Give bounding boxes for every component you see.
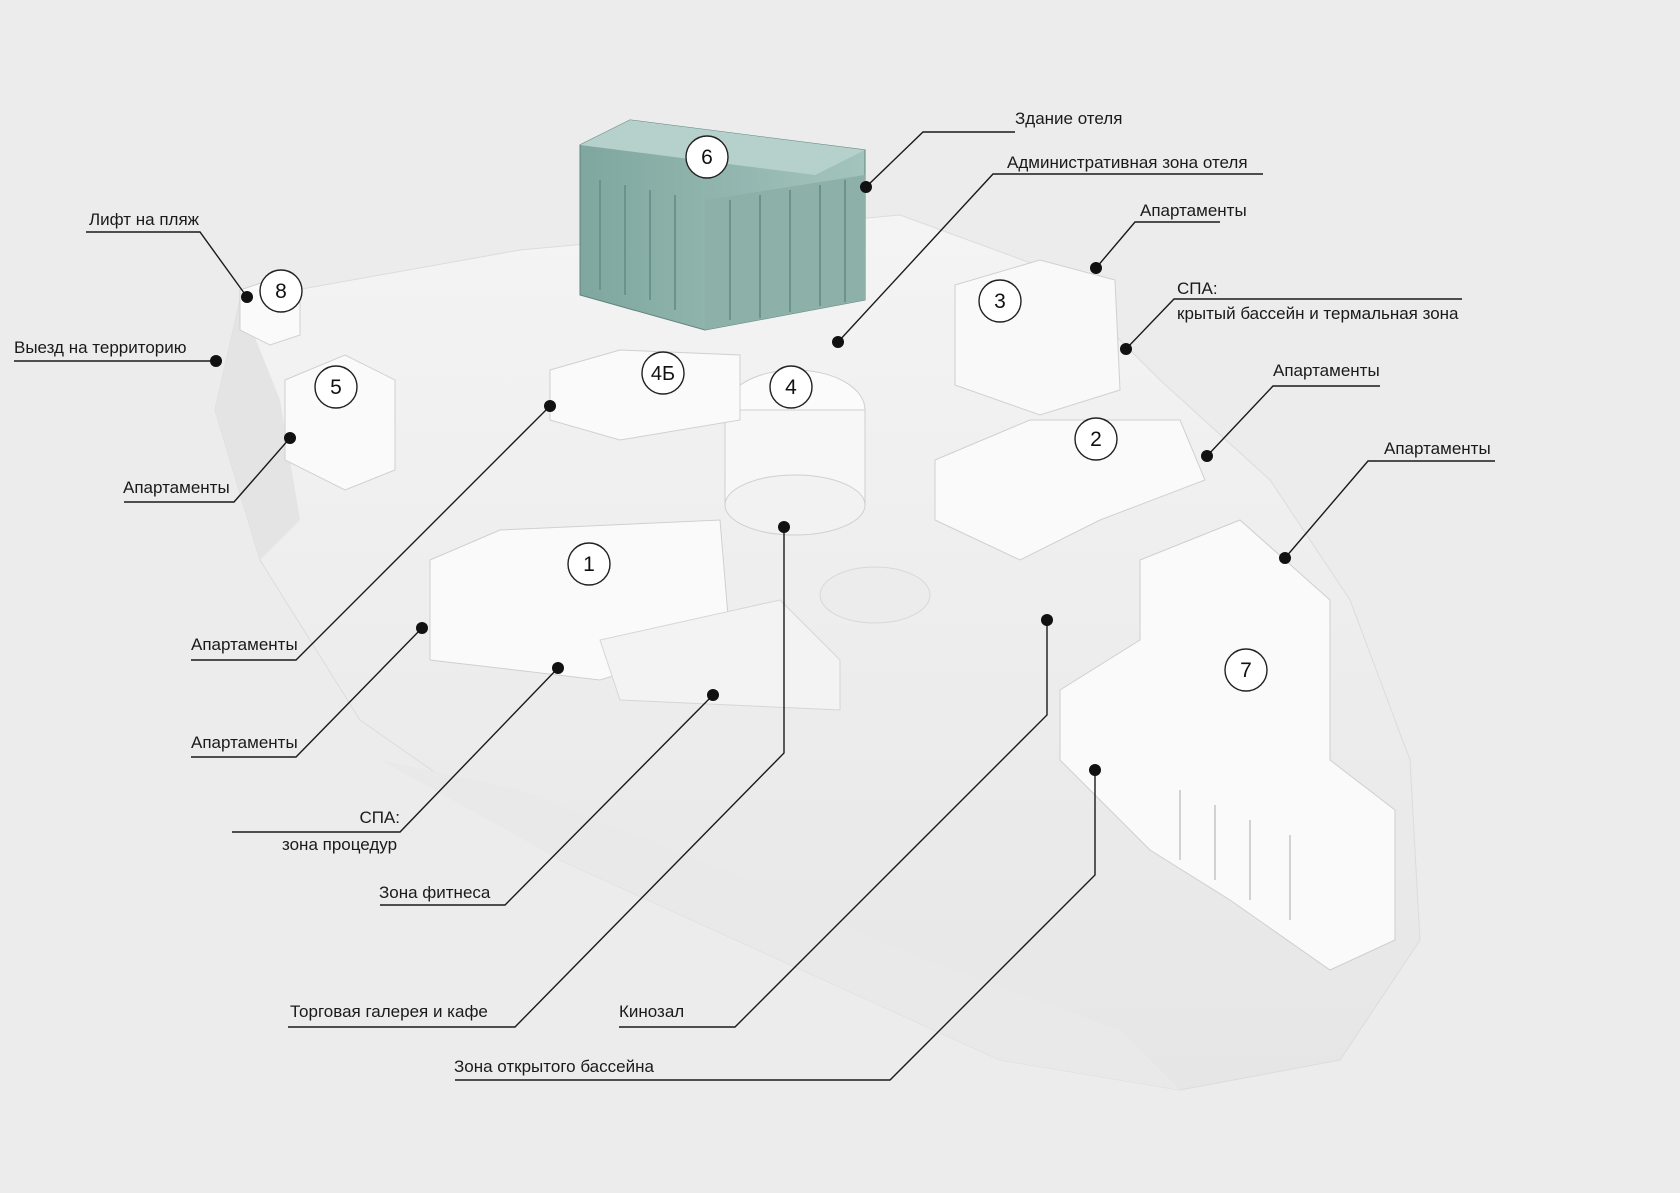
marker-4b-number: 4Б <box>651 363 675 385</box>
anchor-dot-apartments-1 <box>416 622 428 634</box>
building-markers: 1 2 3 4 4Б 5 6 <box>259 135 1268 692</box>
label-outdoor-pool: Зона открытого бассейна <box>454 1057 654 1076</box>
anchor-dot-hotel-building <box>860 181 872 193</box>
anchor-dot-fitness <box>707 689 719 701</box>
marker-7-number: 7 <box>1240 659 1252 682</box>
marker-6-number: 6 <box>701 146 713 169</box>
marker-8: 8 <box>259 269 303 313</box>
leader-outdoor-pool <box>455 770 1096 1081</box>
label-apartments-2: Апартаменты <box>1273 361 1380 380</box>
anchor-dot-apartments-4b <box>544 400 556 412</box>
marker-7: 7 <box>1224 648 1268 692</box>
marker-3-number: 3 <box>994 290 1006 313</box>
anchor-dot-outdoor-pool <box>1089 764 1101 776</box>
marker-5: 5 <box>314 365 358 409</box>
label-spa-procedures-title: СПА: <box>359 808 400 827</box>
label-spa-pool-desc: крытый бассейн и термальная зона <box>1177 304 1459 323</box>
anchor-dot-apartments-3 <box>1090 262 1102 274</box>
marker-3: 3 <box>978 279 1022 323</box>
label-site-exit: Выезд на территорию <box>14 338 187 357</box>
label-spa-procedures-desc: зона процедур <box>282 835 398 854</box>
label-gallery-cafe: Торговая галерея и кафе <box>290 1002 488 1021</box>
label-fitness: Зона фитнеса <box>379 883 491 902</box>
anchor-dot-apartments-7 <box>1279 552 1291 564</box>
label-apartments-7: Апартаменты <box>1384 439 1491 458</box>
leader-apartments-7 <box>1284 460 1495 559</box>
leader-spa-pool <box>1125 298 1462 350</box>
leader-fitness <box>380 694 714 906</box>
marker-2-number: 2 <box>1090 428 1102 451</box>
leader-cinema <box>619 620 1048 1028</box>
anchor-dot-hotel-admin <box>832 336 844 348</box>
plaza <box>819 566 931 624</box>
anchor-dots <box>210 181 1291 776</box>
marker-4b: 4Б <box>641 351 685 395</box>
anchor-dot-gallery-cafe <box>778 521 790 533</box>
marker-8-number: 8 <box>275 280 287 303</box>
leader-spa-procedures <box>232 667 559 833</box>
buildings <box>239 119 1396 971</box>
marker-2: 2 <box>1074 417 1118 461</box>
leader-hotel-admin <box>837 173 1263 343</box>
label-hotel-admin: Административная зона отеля <box>1007 153 1248 172</box>
anchor-dot-spa-procedures <box>552 662 564 674</box>
anchor-dot-apartments-2 <box>1201 450 1213 462</box>
leader-apartments-5 <box>124 437 291 503</box>
leader-apartments-2 <box>1206 385 1380 457</box>
label-hotel-building: Здание отеля <box>1015 109 1123 128</box>
leader-hotel-building <box>865 131 1015 188</box>
label-apartments-5: Апартаменты <box>123 478 230 497</box>
anchor-dot-cinema <box>1041 614 1053 626</box>
label-spa-pool-title: СПА: <box>1177 279 1218 298</box>
marker-6: 6 <box>685 135 729 179</box>
leader-apartments-4b <box>191 405 551 661</box>
marker-4: 4 <box>769 365 813 409</box>
anchor-dot-spa-pool <box>1120 343 1132 355</box>
leader-beach-lift <box>86 231 248 298</box>
marker-1: 1 <box>567 542 611 586</box>
marker-1-number: 1 <box>583 553 595 576</box>
label-cinema: Кинозал <box>619 1002 685 1021</box>
label-apartments-3: Апартаменты <box>1140 201 1247 220</box>
label-apartments-4b: Апартаменты <box>191 635 298 654</box>
label-apartments-1: Апартаменты <box>191 733 298 752</box>
leader-apartments-1 <box>191 627 423 758</box>
marker-5-number: 5 <box>330 376 342 399</box>
marker-4-number: 4 <box>785 376 797 399</box>
leader-apartments-3 <box>1095 221 1220 269</box>
anchor-dot-apartments-5 <box>284 432 296 444</box>
anchor-dot-beach-lift <box>241 291 253 303</box>
anchor-dot-site-exit <box>210 355 222 367</box>
leader-lines <box>14 131 1495 1081</box>
label-beach-lift: Лифт на пляж <box>89 210 200 229</box>
leader-gallery-cafe <box>288 527 785 1028</box>
